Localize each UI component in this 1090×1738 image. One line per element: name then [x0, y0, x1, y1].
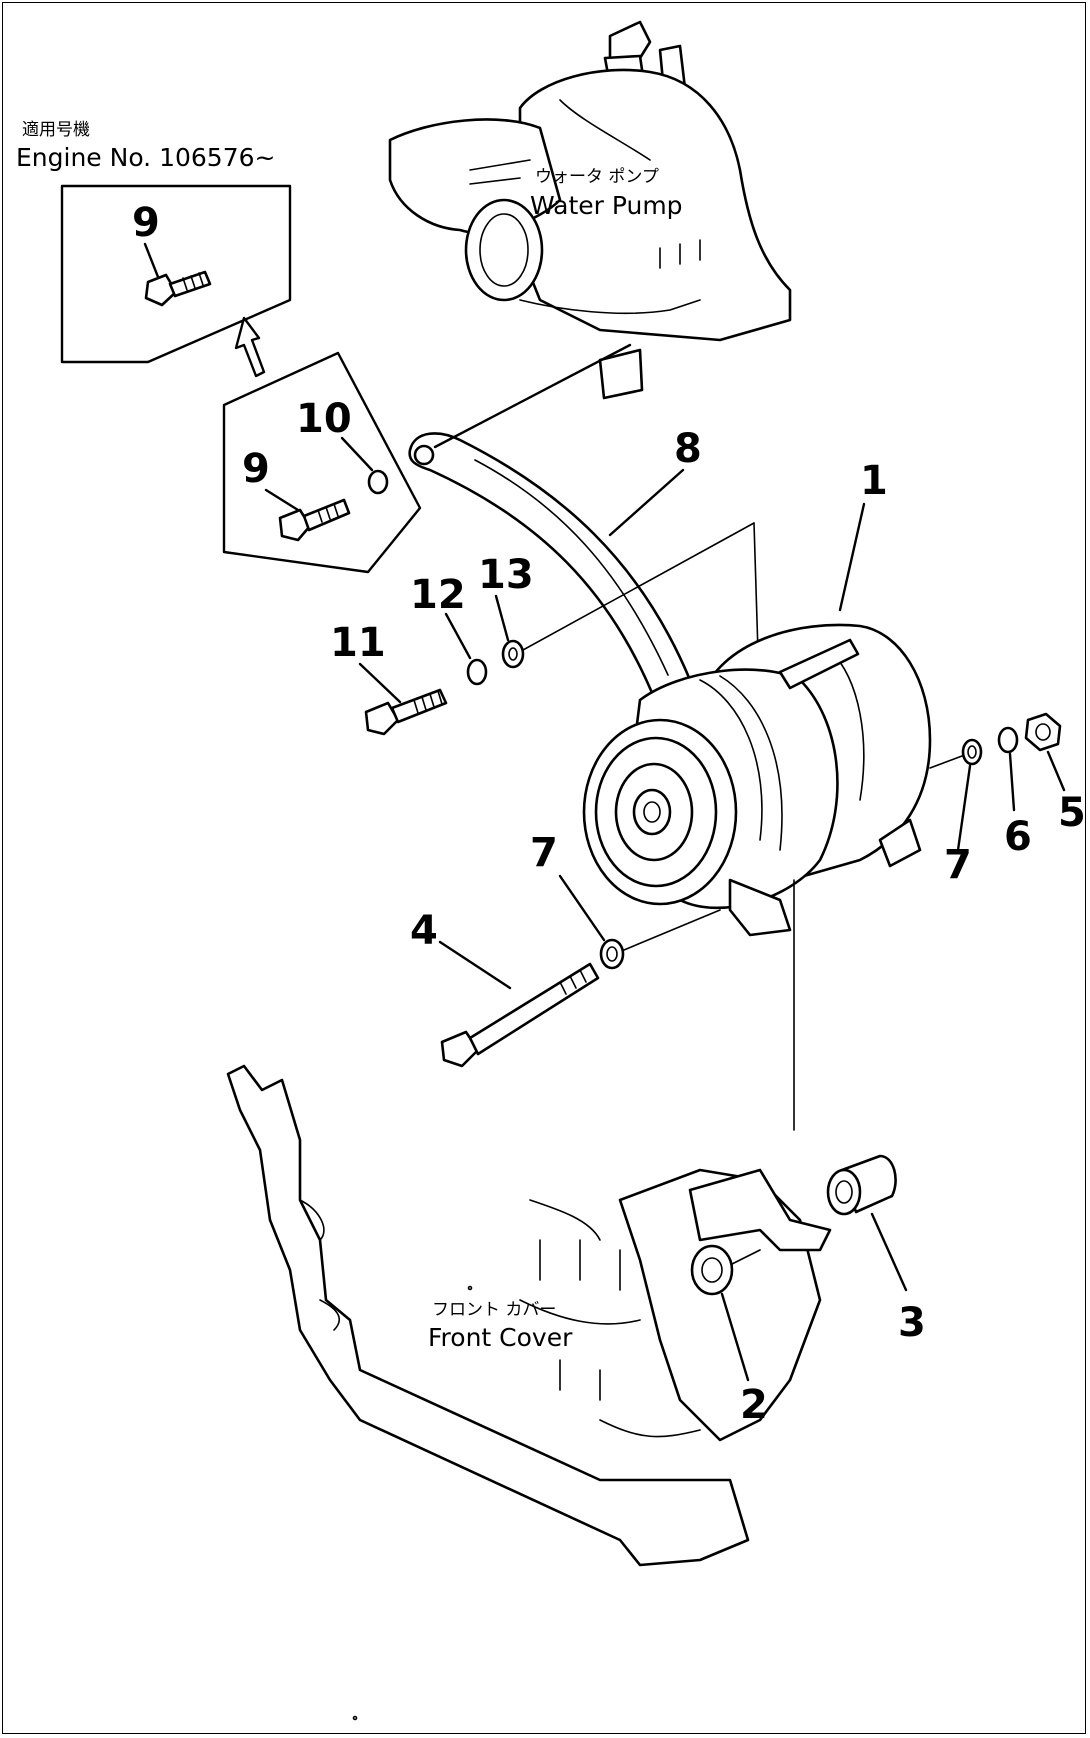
callout-8: 8	[674, 426, 702, 472]
callout-11: 11	[330, 620, 386, 666]
front-cover	[226, 1064, 832, 1567]
alternator-1	[582, 623, 932, 937]
spacer-3	[826, 1154, 897, 1216]
washer-10	[367, 469, 389, 495]
washer-13	[501, 639, 525, 669]
bolt-11	[364, 688, 448, 736]
callout-6: 6	[1004, 814, 1032, 860]
front-cover-caption: Front Cover	[428, 1323, 573, 1352]
inset-panel-lower	[222, 351, 422, 574]
callout-4: 4	[410, 908, 438, 954]
washer-7-left	[599, 938, 625, 970]
callout-10: 10	[296, 396, 352, 442]
bolt-4	[440, 962, 600, 1068]
bolt-9-lower	[278, 498, 351, 542]
callout-1: 1	[860, 458, 888, 504]
callout-2: 2	[740, 1382, 768, 1428]
inset-panel-upper	[60, 184, 292, 364]
front-cover-jp-caption: フロント カバー	[432, 1300, 556, 1320]
spring-washer-6	[997, 726, 1019, 754]
callout-7-right: 7	[944, 842, 972, 888]
applicable-serial-jp-label: 適用号機	[22, 120, 90, 140]
water-pump-jp-caption: ウォータ ポンプ	[535, 167, 659, 187]
callout-9-lower: 9	[242, 446, 270, 492]
water-pump-caption: Water Pump	[530, 191, 683, 220]
washer-7-right	[961, 738, 983, 766]
callout-12: 12	[410, 572, 466, 618]
callout-9-upper: 9	[132, 200, 160, 246]
washer-12	[466, 658, 488, 686]
flange-bolt-9-upper	[144, 270, 212, 307]
adjust-plate-8	[408, 432, 692, 706]
engine-number-label: Engine No. 106576~	[16, 143, 275, 172]
nut-5	[1024, 712, 1062, 752]
callout-5: 5	[1058, 790, 1086, 836]
callout-13: 13	[478, 552, 534, 598]
callout-3: 3	[898, 1300, 926, 1346]
water-pump	[388, 20, 792, 400]
bushing-2	[690, 1244, 734, 1296]
callout-7-left: 7	[530, 830, 558, 876]
direction-arrow	[234, 316, 266, 378]
